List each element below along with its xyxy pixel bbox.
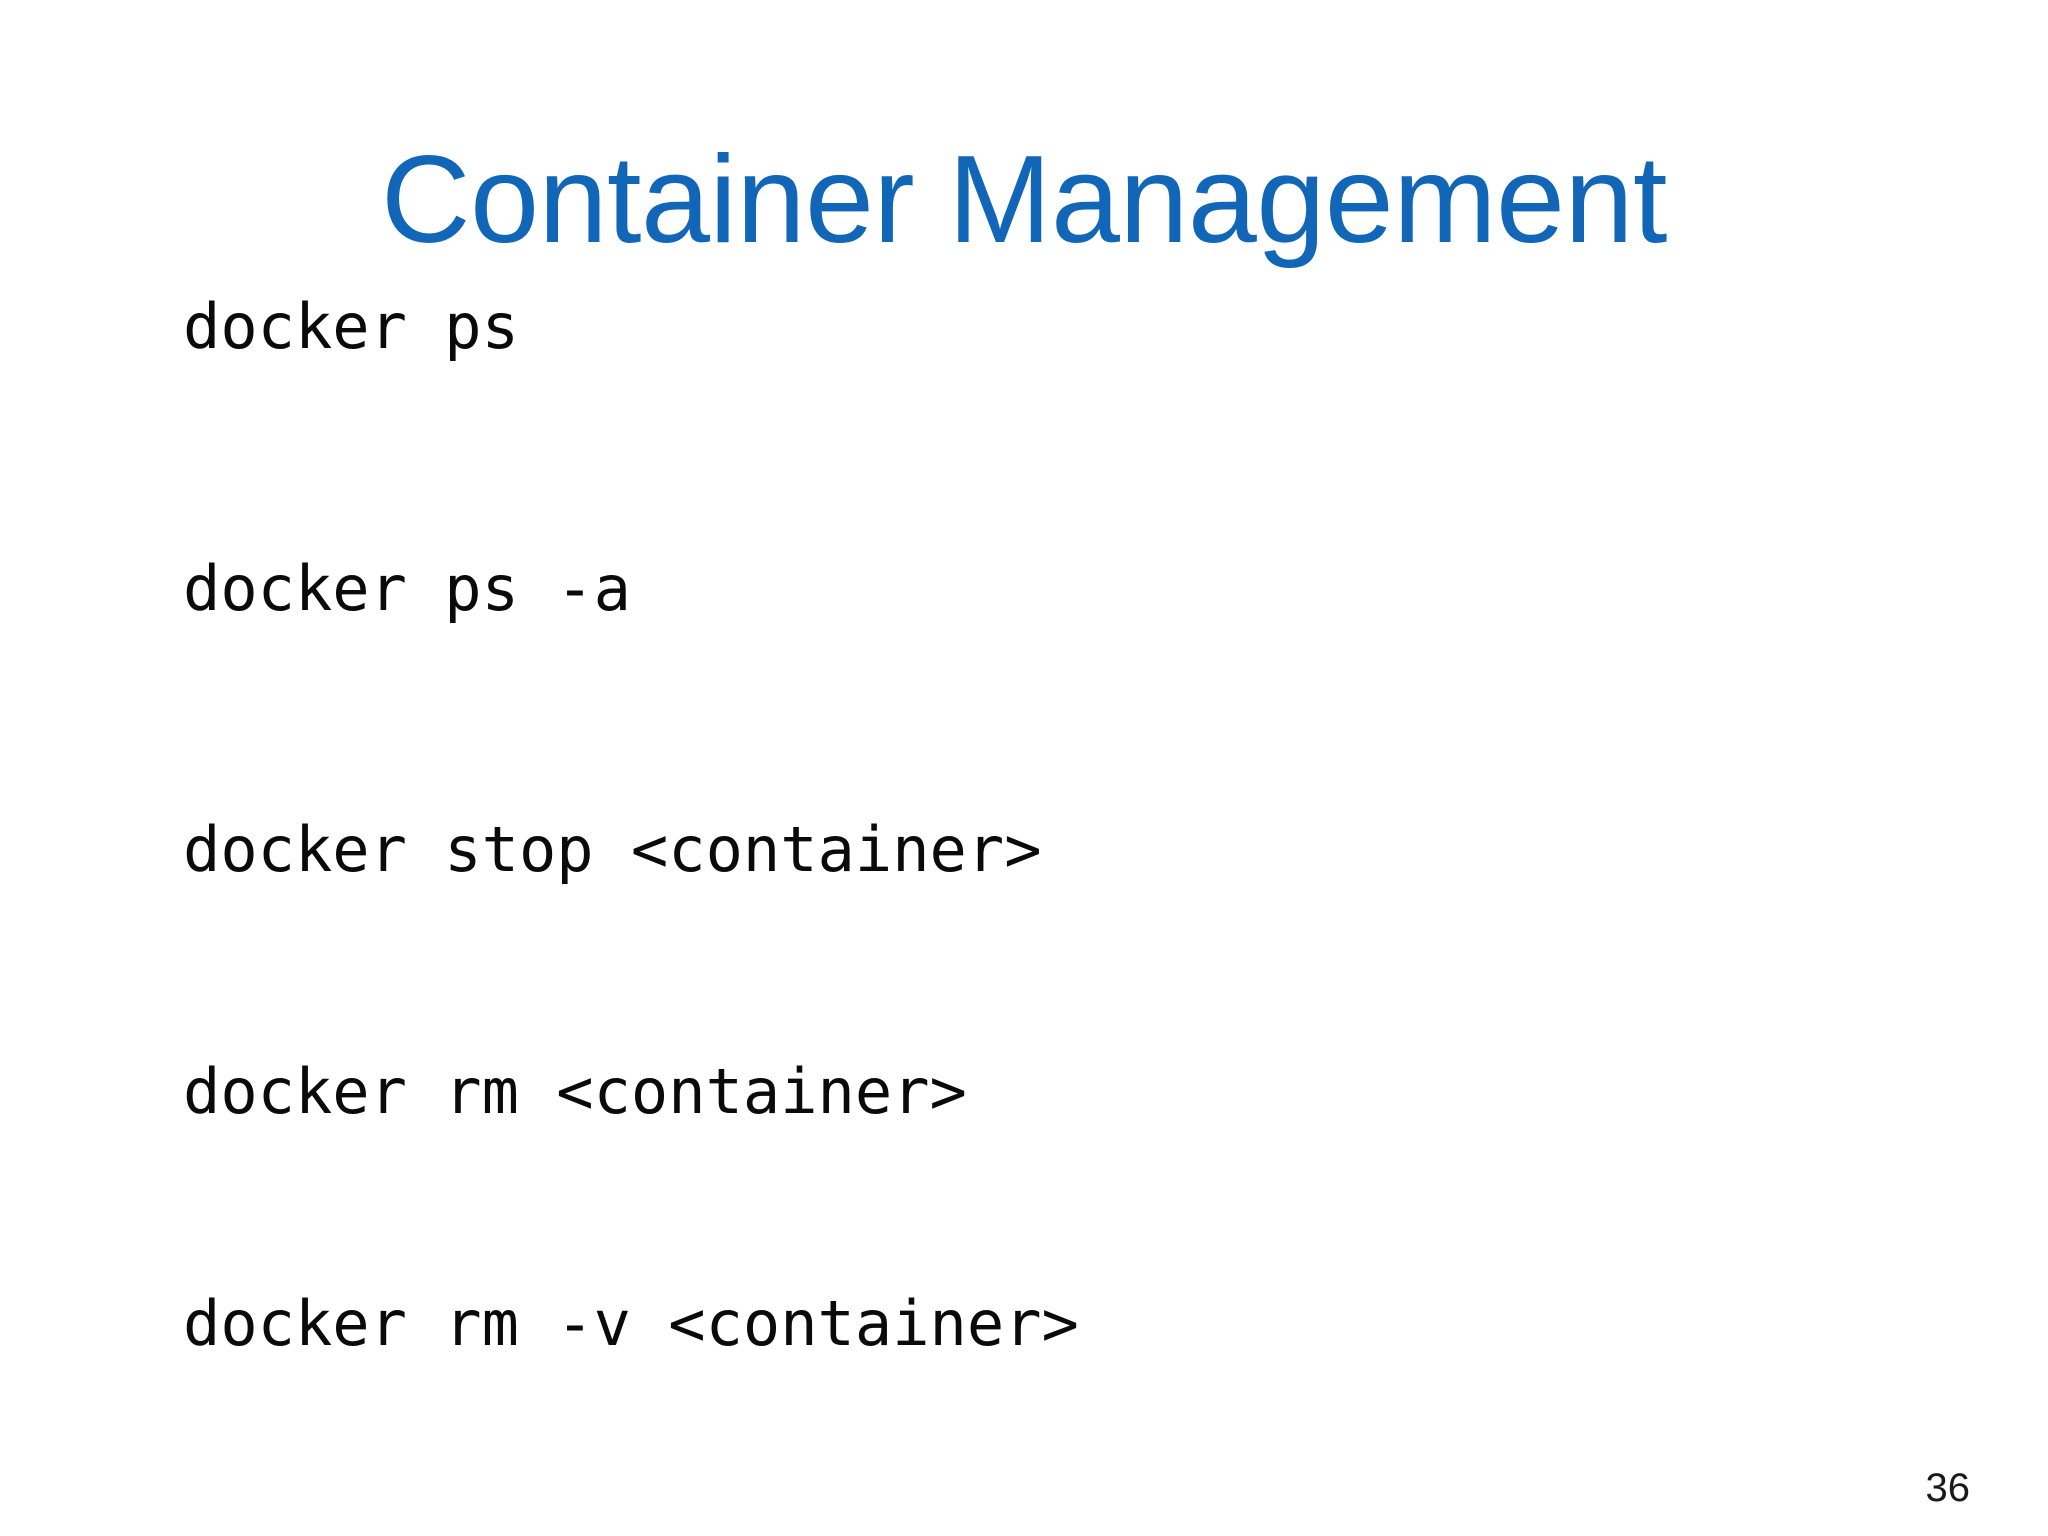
page-title: Container Management [381,131,1667,270]
page-number: 36 [1925,1466,1971,1510]
list-item: docker stop <container> [183,813,1042,886]
list-item: docker ps -a [183,552,631,625]
list-item: docker rm <container> [183,1055,967,1128]
command-list: docker ps docker ps -a docker stop <cont… [183,296,1943,1355]
list-item: docker ps [183,290,519,363]
list-item: docker rm -v <container> [183,1287,1079,1360]
